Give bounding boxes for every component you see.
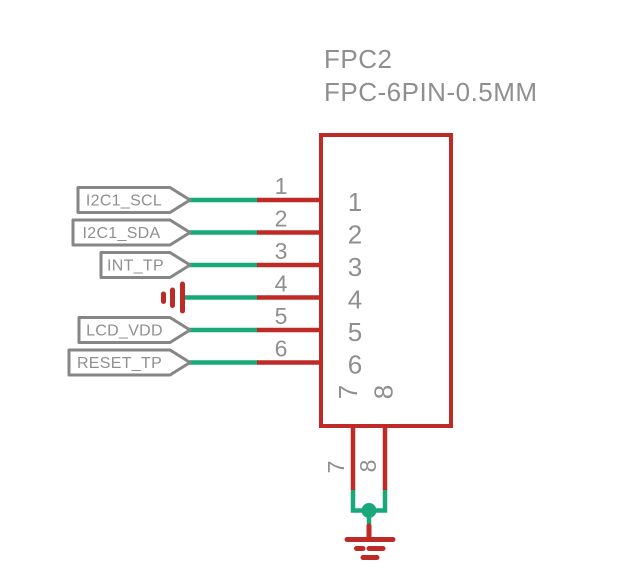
component-designator[interactable]: FPC2 <box>324 44 392 74</box>
net-flag-shape[interactable] <box>99 251 192 279</box>
net-flag-label: RESET_TP <box>77 355 162 372</box>
net-flag-label: I2C1_SCL <box>86 193 162 210</box>
pin-7-name: 7 <box>333 385 363 399</box>
component-footprint[interactable]: FPC-6PIN-0.5MM <box>324 77 538 107</box>
ground-icon[interactable] <box>344 523 396 560</box>
component-body[interactable] <box>319 133 453 428</box>
pin-5-number: 5 <box>275 303 288 329</box>
net-flag-i2c1-scl[interactable]: I2C1_SCL <box>76 186 192 214</box>
net-flag-int-tp[interactable]: INT_TP <box>99 251 192 279</box>
ground-icon[interactable] <box>161 281 185 314</box>
pin-1-number: 1 <box>275 173 288 199</box>
net-flag-lcd-vdd[interactable]: LCD_VDD <box>77 316 192 344</box>
pin-3-name: 3 <box>348 252 362 282</box>
pin-6-name: 6 <box>348 350 362 380</box>
net-flag-shape[interactable] <box>76 186 192 214</box>
net-flag-shape[interactable] <box>71 218 192 247</box>
pin-8-name: 8 <box>369 385 399 399</box>
net-flag-label: LCD_VDD <box>86 323 163 340</box>
pin-3-number: 3 <box>275 238 288 264</box>
net-flag-i2c1-sda[interactable]: I2C1_SDA <box>71 218 192 247</box>
pin-1-name: 1 <box>348 187 362 217</box>
pin-8-number: 8 <box>355 460 381 473</box>
pin-6-number: 6 <box>275 336 288 362</box>
net-flag-shape[interactable] <box>67 348 192 377</box>
pin-4-number: 4 <box>275 271 288 297</box>
pin-4-name: 4 <box>348 285 362 315</box>
pin-2-name: 2 <box>348 220 362 250</box>
net-flag-shape[interactable] <box>77 316 192 344</box>
net-flag-reset-tp[interactable]: RESET_TP <box>67 348 192 377</box>
pin-7-number: 7 <box>323 461 349 474</box>
junction-dot <box>361 503 377 518</box>
pin-2-number: 2 <box>275 206 288 232</box>
net-flag-label: I2C1_SDA <box>83 225 161 242</box>
net-flag-label: INT_TP <box>107 258 164 275</box>
pin-5-name: 5 <box>348 317 362 347</box>
